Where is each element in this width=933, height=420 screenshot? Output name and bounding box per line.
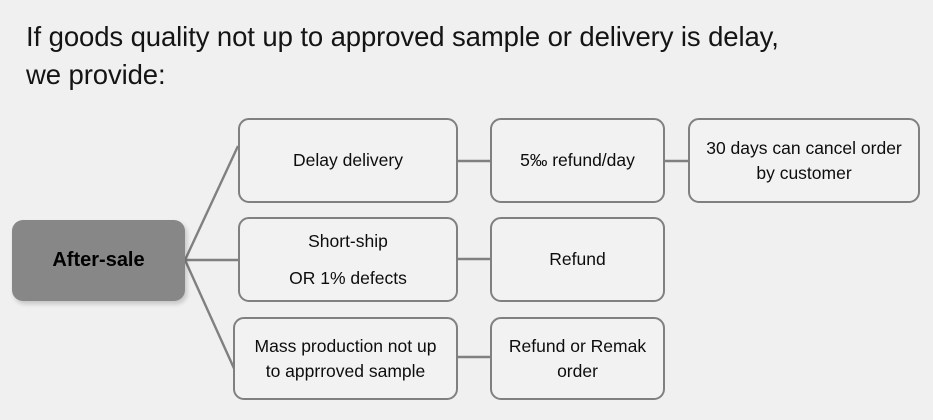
node-label-line: Mass production not up — [254, 335, 437, 356]
node-short-ship-defects[interactable]: Short-ship OR 1% defects — [238, 217, 458, 302]
node-label-line: 30 days can cancel order — [706, 137, 902, 158]
slide-title: If goods quality not up to approved samp… — [26, 21, 779, 90]
node-after-sale[interactable]: After-sale — [12, 220, 185, 301]
connector-root-to-row1 — [183, 145, 240, 261]
node-refund-per-day[interactable]: 5‰ refund/day — [490, 118, 665, 203]
node-label-line: Refund — [549, 249, 606, 269]
node-mass-production-not-approved[interactable]: Mass production not up to apprroved samp… — [233, 317, 458, 400]
node-label-line: Refund or Remak — [508, 335, 647, 356]
node-label-line: to apprroved sample — [265, 360, 426, 381]
node-label-line: Short-ship — [308, 230, 388, 251]
node-label-line: Delay delivery — [293, 150, 403, 170]
node-refund-or-remake-order[interactable]: Refund or Remak order — [490, 317, 665, 400]
node-label: After-sale — [52, 249, 145, 271]
node-refund[interactable]: Refund — [490, 217, 665, 302]
node-label-line: 5‰ refund/day — [520, 150, 635, 170]
node-delay-delivery[interactable]: Delay delivery — [238, 118, 458, 203]
node-cancel-order-30-days[interactable]: 30 days can cancel order by customer — [688, 118, 920, 203]
node-label-line: order — [557, 360, 598, 381]
connector-root-to-row3 — [183, 259, 239, 376]
node-label-line: by customer — [756, 162, 852, 183]
node-label-line: OR 1% defects — [289, 267, 407, 288]
